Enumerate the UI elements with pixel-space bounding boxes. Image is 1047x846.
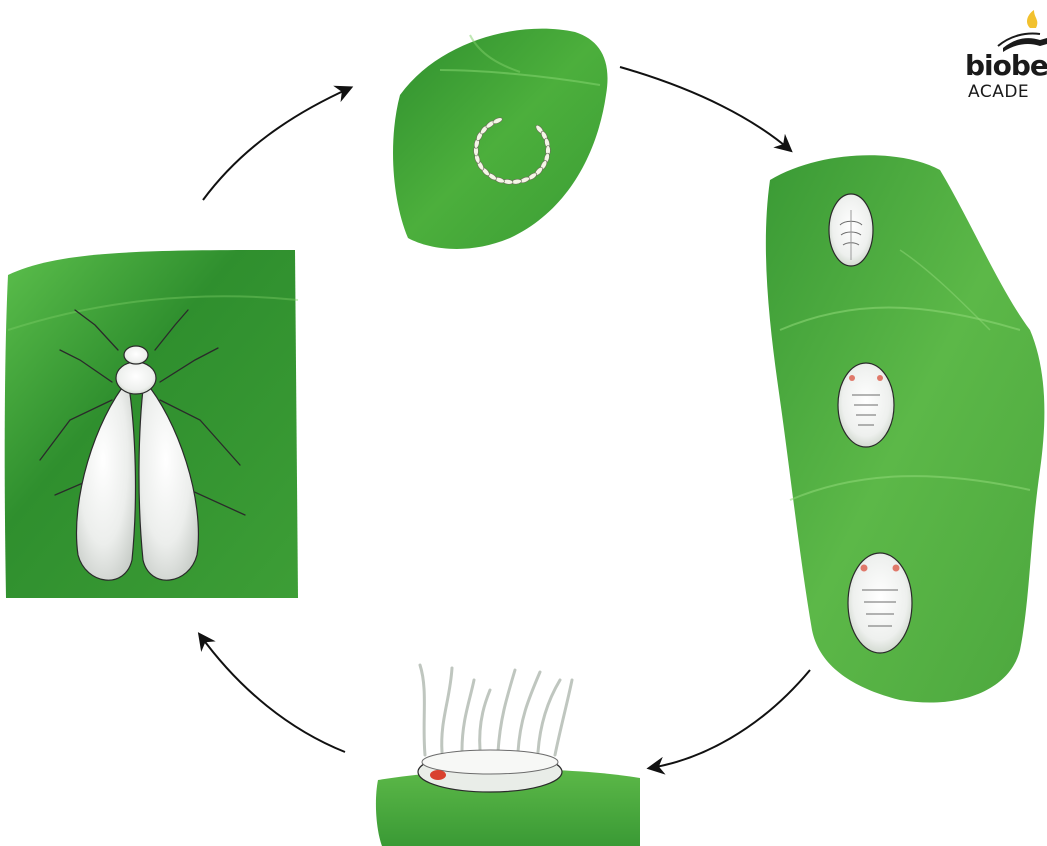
logo	[998, 10, 1047, 52]
adult-thorax	[116, 362, 156, 394]
logo-subtitle-text: ACADE	[968, 84, 1029, 101]
pupa-stage	[376, 665, 640, 846]
adult-head	[124, 346, 148, 364]
egg-stage	[393, 29, 608, 249]
nymph-first-instar	[829, 194, 873, 266]
nymph-third-instar	[848, 553, 912, 653]
egg-leaf	[393, 29, 608, 249]
nymph-second-instar	[838, 363, 894, 447]
arrow-pupa-to-adult	[200, 635, 345, 752]
arrow-eggs-to-nymph	[620, 67, 790, 150]
arrow-nymph-to-pupa	[650, 670, 810, 768]
logo-brand-text: biobe	[965, 52, 1047, 80]
nymph-stage	[766, 155, 1045, 702]
pupa-filaments	[420, 665, 572, 755]
arrow-adult-to-eggs	[203, 88, 350, 200]
adult-stage	[5, 250, 298, 598]
pupa-eye	[430, 770, 446, 780]
book-flame-icon	[998, 10, 1047, 52]
